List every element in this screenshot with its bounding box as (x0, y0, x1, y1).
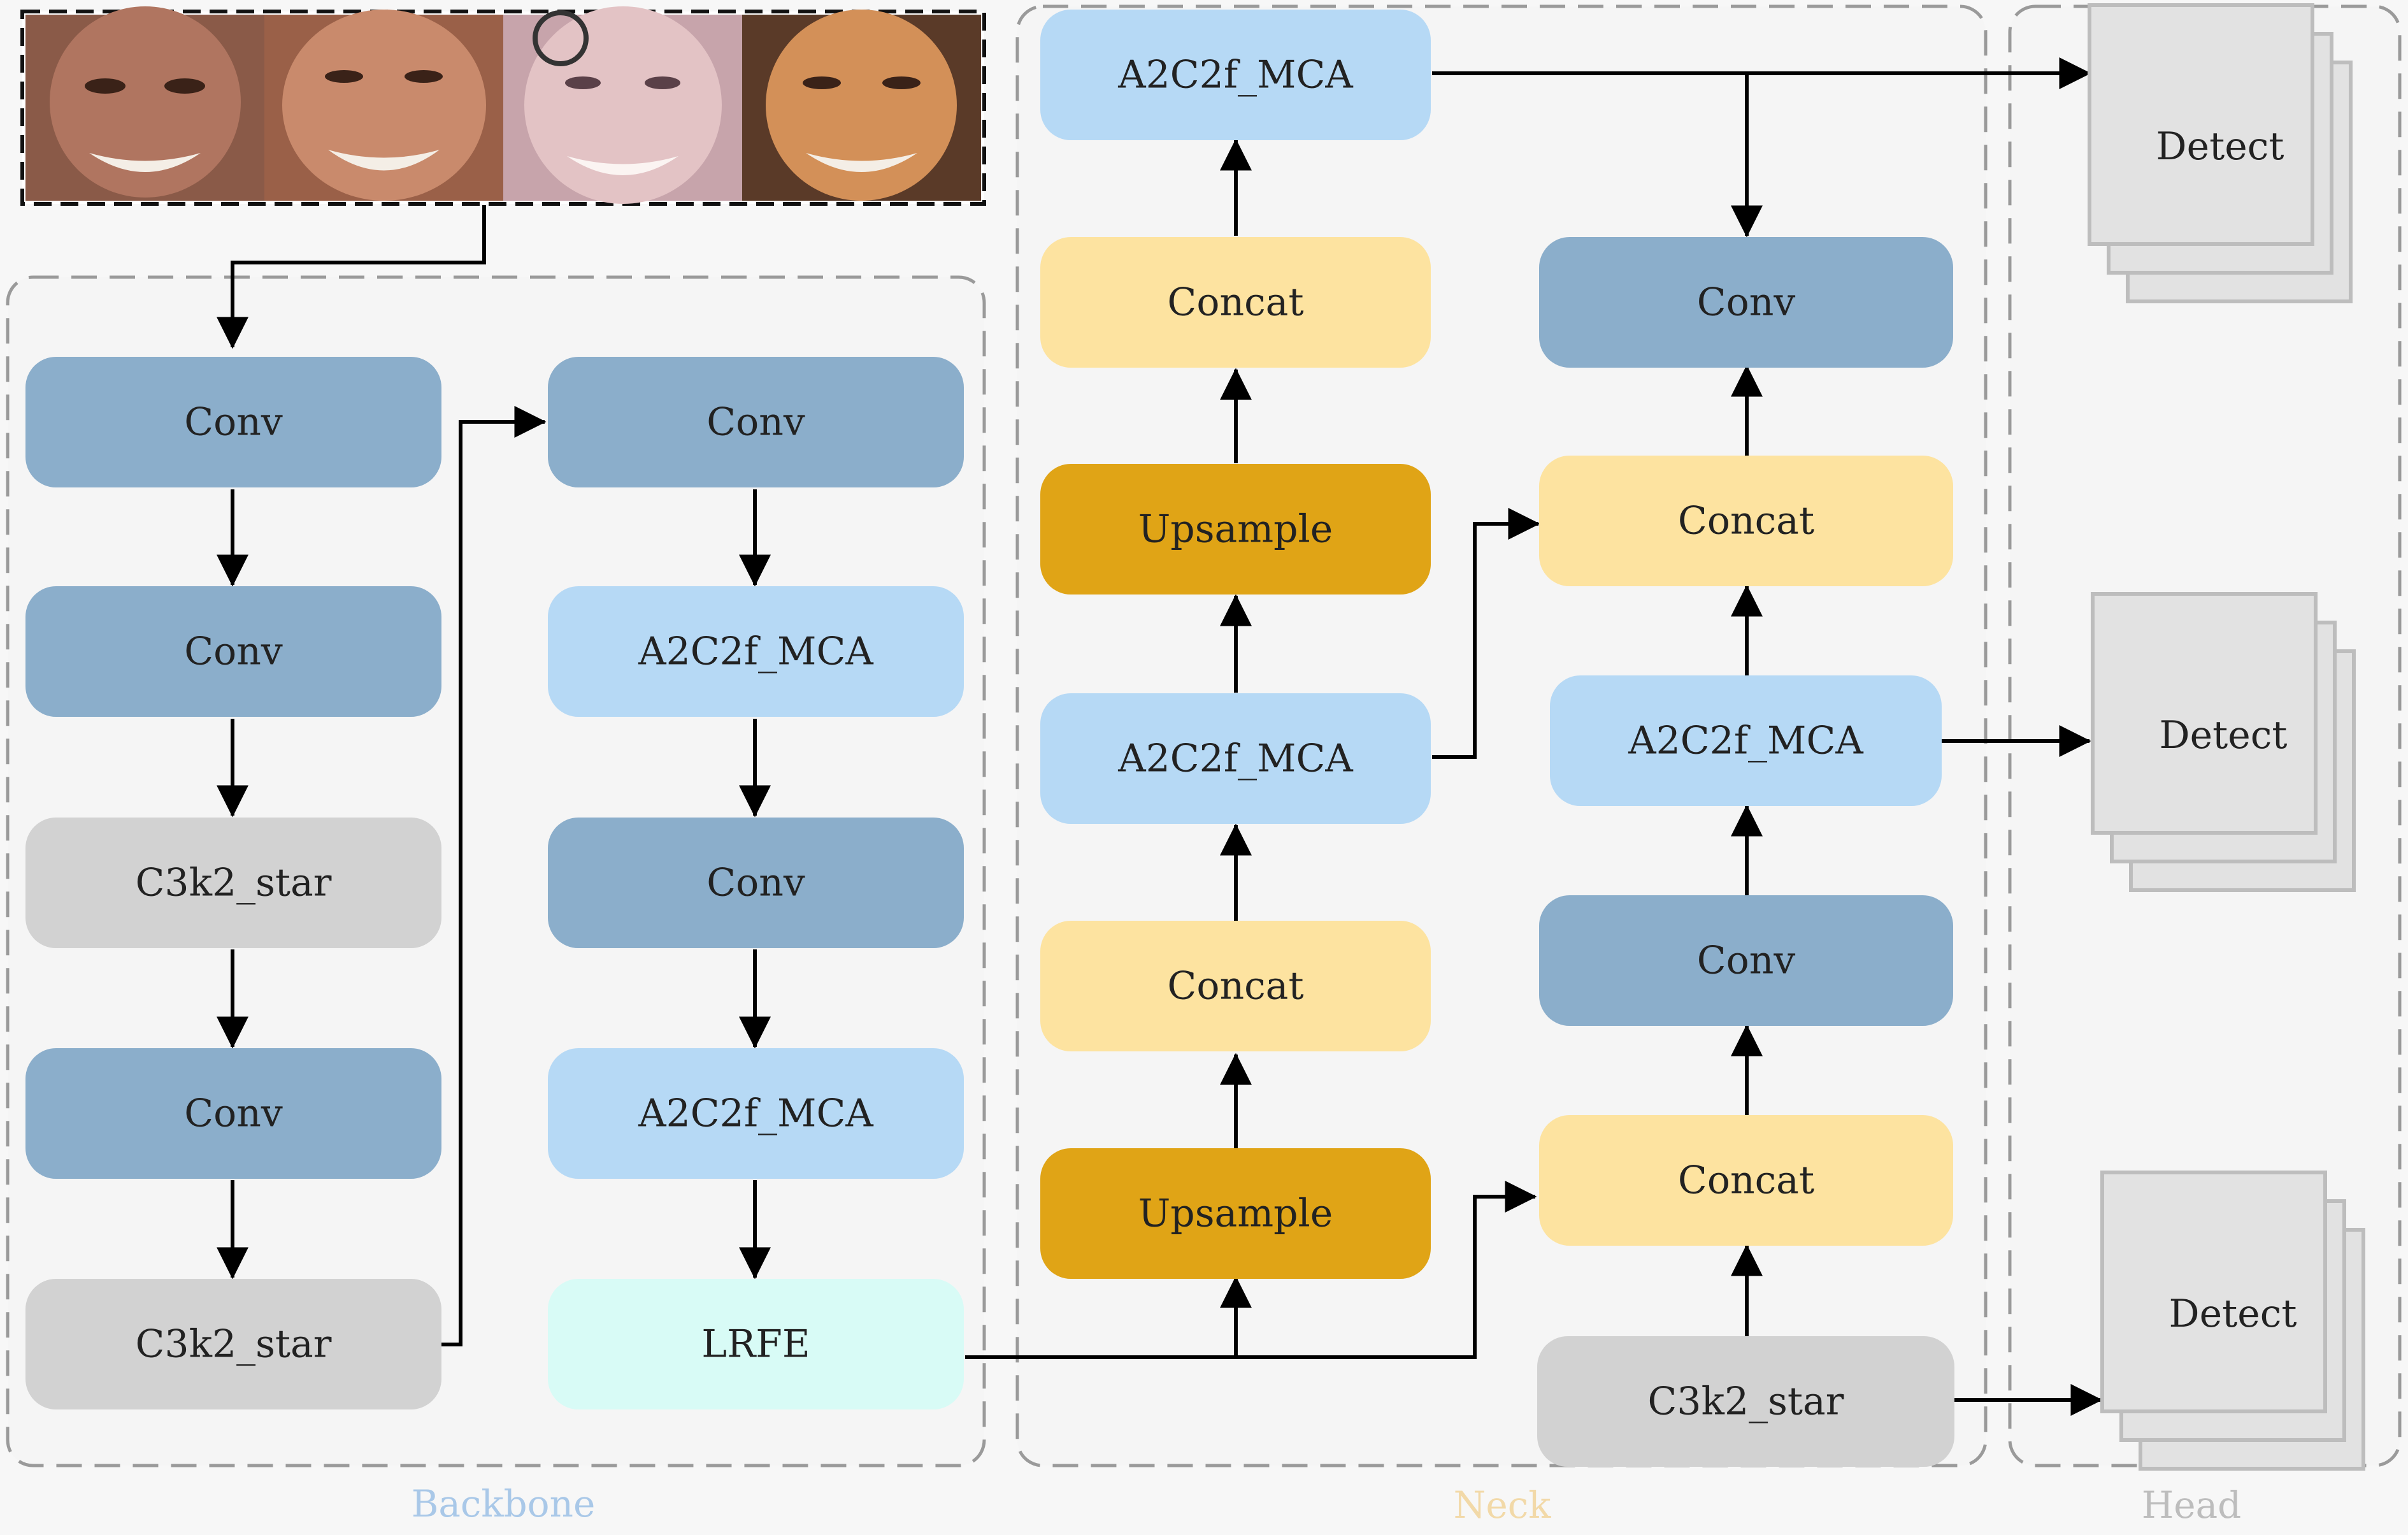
detect-label: Detect (2160, 713, 2288, 758)
backbone-col1-c3k2-star-2-box (25, 818, 441, 948)
detect-label: Detect (2169, 1292, 2297, 1336)
neck-col2-a2c2f-mca-2-box (1550, 675, 1942, 806)
backbone-col1-conv-3-box (25, 1048, 441, 1179)
neck-col1-upsample-5-box (1040, 1148, 1431, 1279)
backbone-col2-conv-0: Conv (548, 357, 964, 487)
node-layer: ConvConvC3k2_starConvC3k2_starConvA2C2f_… (25, 3, 2365, 1471)
edge-b1-to-b2 (441, 406, 547, 1346)
backbone-col1-conv-0-label: Conv (184, 400, 283, 445)
neck-col1-upsample-5-label: Upsample (1138, 1192, 1333, 1236)
backbone-col2-conv-2-box (548, 818, 964, 948)
head-detect-0: Detect (2088, 3, 2353, 303)
backbone-col1-c3k2-star-4-label: C3k2_star (136, 1322, 332, 1367)
neck-col1-a2c2f-mca-0-box (1040, 10, 1431, 140)
head-detect-1: Detect (2091, 592, 2356, 892)
section-label-neck: Neck (1454, 1483, 1552, 1527)
backbone-col1-conv-1: Conv (25, 586, 441, 717)
neck-col1-upsample-2-box (1040, 464, 1431, 595)
neck-col2-concat-4: Concat (1539, 1115, 1953, 1246)
neck-col2-concat-1-label: Concat (1678, 499, 1814, 544)
neck-col2-c3k2-star-5-label: C3k2_star (1648, 1380, 1844, 1424)
neck-col1-a2c2f-mca-3-box (1040, 693, 1431, 824)
backbone-col1-conv-3-label: Conv (184, 1092, 283, 1136)
backbone-col2-conv-0-box (548, 357, 964, 487)
backbone-col1-c3k2-star-2: C3k2_star (25, 818, 441, 948)
face-image-1 (25, 6, 264, 201)
neck-col2-a2c2f-mca-2: A2C2f_MCA (1550, 675, 1942, 806)
edge-input-to-conv (217, 205, 486, 349)
backbone-col1-conv-1-label: Conv (184, 630, 283, 674)
detect-sheet-2 (2100, 1171, 2327, 1413)
backbone-col2-conv-2-label: Conv (706, 861, 805, 905)
neck-col1-upsample-2: Upsample (1040, 464, 1431, 595)
backbone-col2-lrfe-4: LRFE (548, 1279, 964, 1409)
backbone-col1-c3k2-star-4: C3k2_star (25, 1279, 441, 1409)
neck-col1-concat-4-box (1040, 921, 1431, 1051)
backbone-col1-c3k2-star-4-box (25, 1279, 441, 1409)
detect-label: Detect (2156, 124, 2284, 169)
connectors (217, 57, 2103, 1416)
neck-col1-a2c2f-mca-3: A2C2f_MCA (1040, 693, 1431, 824)
backbone-col2-conv-0-label: Conv (706, 400, 805, 445)
backbone-col2-a2c2f-mca-1-box (548, 586, 964, 717)
neck-col2-conv-3: Conv (1539, 895, 1953, 1026)
face-image-2 (264, 10, 503, 201)
neck-col2-a2c2f-mca-2-label: A2C2f_MCA (1628, 719, 1863, 763)
neck-col2-concat-1-box (1539, 456, 1953, 586)
backbone-col1-conv-0-box (25, 357, 441, 487)
neck-col1-a2c2f-mca-3-label: A2C2f_MCA (1117, 737, 1353, 781)
backbone-col2-a2c2f-mca-3-box (548, 1048, 964, 1179)
neck-col2-concat-1: Concat (1539, 456, 1953, 586)
neck-col1-concat-4-label: Concat (1167, 964, 1303, 1009)
edge-lrfe-to-neck (965, 1181, 1537, 1359)
backbone-col1-conv-1-box (25, 586, 441, 717)
input-image-strip (20, 6, 986, 206)
backbone-col2-conv-2: Conv (548, 818, 964, 948)
section-label-backbone: Backbone (412, 1482, 596, 1525)
face-image-3 (503, 6, 742, 204)
backbone-col2-lrfe-4-label: LRFE (701, 1322, 810, 1367)
neck-col2-conv-3-label: Conv (1697, 939, 1796, 983)
backbone-col2-a2c2f-mca-3-label: A2C2f_MCA (638, 1092, 873, 1136)
neck-col1-concat-1: Concat (1040, 237, 1431, 368)
neck-col1-upsample-2-label: Upsample (1138, 507, 1333, 552)
neck-col1-concat-1-label: Concat (1167, 280, 1303, 325)
neck-col1-upsample-5: Upsample (1040, 1148, 1431, 1279)
backbone-col1-c3k2-star-2-label: C3k2_star (136, 861, 332, 905)
neck-col2-c3k2-star-5: C3k2_star (1537, 1336, 1954, 1467)
edge-n1-to-n2-concat (1432, 508, 1540, 759)
neck-col1-concat-4: Concat (1040, 921, 1431, 1051)
neck-col2-conv-0-box (1539, 237, 1953, 368)
neck-col2-conv-3-box (1539, 895, 1953, 1026)
neck-col1-a2c2f-mca-0-label: A2C2f_MCA (1117, 53, 1353, 97)
backbone-col2-a2c2f-mca-1: A2C2f_MCA (548, 586, 964, 717)
face-image-4 (742, 10, 981, 201)
backbone-col1-conv-3: Conv (25, 1048, 441, 1179)
neck-col2-concat-4-box (1539, 1115, 1953, 1246)
backbone-col2-lrfe-4-box (548, 1279, 964, 1409)
detect-sheet-2 (2088, 3, 2314, 246)
neck-col1-a2c2f-mca-0: A2C2f_MCA (1040, 10, 1431, 140)
neck-col2-conv-0-label: Conv (1697, 280, 1796, 325)
section-label-head: Head (2142, 1483, 2242, 1527)
neck-col2-conv-0: Conv (1539, 237, 1953, 368)
backbone-col2-a2c2f-mca-3: A2C2f_MCA (548, 1048, 964, 1179)
detect-sheet-2 (2091, 592, 2318, 835)
neck-col2-c3k2-star-5-box (1537, 1336, 1954, 1467)
neck-col2-concat-4-label: Concat (1678, 1158, 1814, 1203)
backbone-col2-a2c2f-mca-1-label: A2C2f_MCA (638, 630, 873, 674)
head-detect-2: Detect (2100, 1171, 2365, 1471)
neck-col1-concat-1-box (1040, 237, 1431, 368)
backbone-col1-conv-0: Conv (25, 357, 441, 487)
